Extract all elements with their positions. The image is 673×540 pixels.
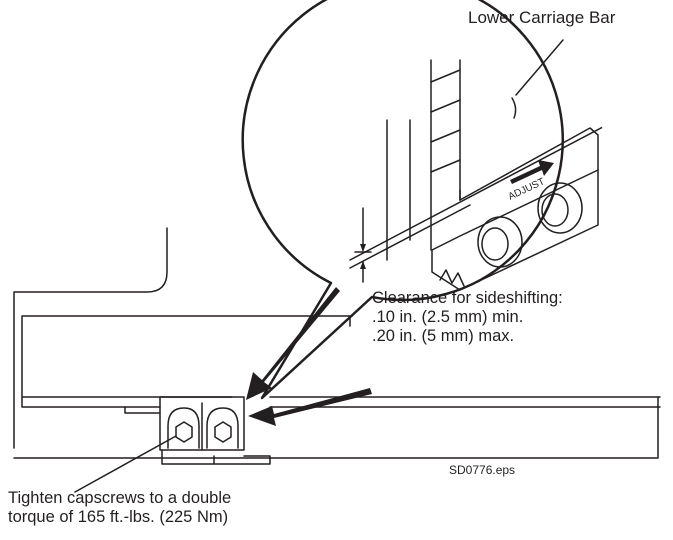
bar-serrations xyxy=(430,69,461,173)
adjust-arrow-icon xyxy=(510,160,554,184)
upper-pointer-arrow xyxy=(246,287,340,400)
hex-head-left xyxy=(175,421,193,443)
carriage-assembly xyxy=(13,227,661,465)
carriage-bar-face xyxy=(21,315,351,398)
lower-carriage-bar-label: Lower Carriage Bar xyxy=(468,8,616,27)
lower-pointer-arrow xyxy=(248,388,372,426)
adjust-bolt-left-head xyxy=(481,227,509,261)
back-plate-outline xyxy=(13,227,168,449)
carriage-bar-edge xyxy=(21,396,161,408)
bottom-plate xyxy=(161,449,271,465)
clearance-dimension xyxy=(354,207,372,283)
capscrew-note: Tighten capscrews to a double torque of … xyxy=(8,489,231,527)
capscrew-boss-left xyxy=(167,407,200,449)
adjust-bolt-left xyxy=(477,216,523,268)
block-serration xyxy=(439,269,465,287)
capscrew-line-1: Tighten capscrews to a double xyxy=(8,489,232,507)
adjust-block-top xyxy=(431,169,599,251)
clearance-line-upper xyxy=(349,117,610,261)
file-id-label: SD0776.eps xyxy=(449,463,516,477)
clearance-min: .10 in. (2.5 mm) min. xyxy=(372,307,524,326)
leader-capscrews xyxy=(74,435,177,493)
magnified-detail xyxy=(241,0,610,400)
leader-lower-carriage-bar xyxy=(515,39,564,96)
clearance-note: Clearance for sideshifting: .10 in. (2.5… xyxy=(372,289,563,346)
shim xyxy=(124,406,161,414)
bar-squiggle xyxy=(511,97,517,119)
carriage-bar-rail xyxy=(269,396,661,408)
clearance-heading: Clearance for sideshifting: xyxy=(372,289,563,307)
clearance-max: .20 in. (5 mm) max. xyxy=(372,326,515,345)
adjust-bolt-right-head xyxy=(541,193,569,227)
carriage-bar-plate xyxy=(430,59,461,251)
hex-head-right xyxy=(214,421,232,443)
capscrew-boss-right xyxy=(206,407,239,449)
upright-outline xyxy=(386,119,411,261)
adjust-block xyxy=(431,127,599,291)
clearance-line-lower xyxy=(349,204,471,269)
capscrew-line-2: torque of 165 ft.-lbs. (225 Nm) xyxy=(8,507,229,526)
pointer-arrows xyxy=(246,287,372,426)
adjust-bolt-right xyxy=(537,182,583,234)
